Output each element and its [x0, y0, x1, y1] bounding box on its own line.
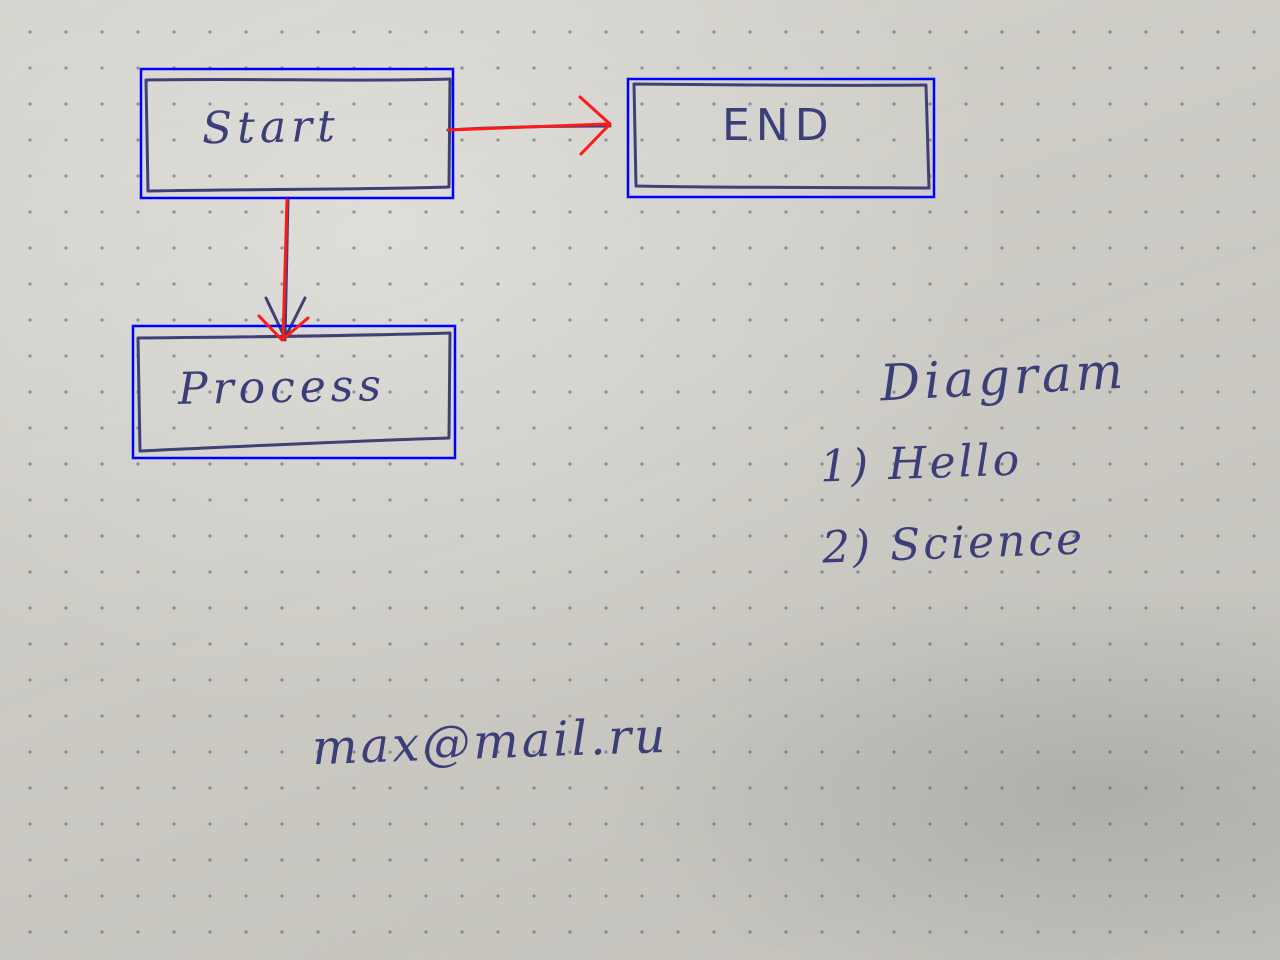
notes-item-2: 2) Science	[821, 513, 1086, 574]
edge-start-to-end	[447, 122, 609, 132]
edge-start-to-end-arrowhead	[578, 95, 612, 156]
start-box-ink	[144, 77, 452, 193]
process-node-box	[131, 324, 457, 460]
notes-title: Diagram	[878, 341, 1129, 413]
detection-boxes	[131, 67, 936, 460]
node-label-end: END	[722, 100, 835, 151]
edge-start-to-process-arrowhead	[257, 314, 310, 342]
node-label-start: Start	[201, 100, 341, 155]
end-box-ink	[632, 82, 931, 190]
node-label-process: Process	[177, 360, 387, 415]
edge-overlays	[257, 95, 612, 342]
end-node-box	[626, 77, 936, 199]
notes-item-1: 1) Hello	[819, 434, 1024, 493]
email-text: max@mail.ru	[311, 707, 670, 777]
edge-start-to-process	[281, 198, 289, 341]
start-node-box	[139, 67, 455, 200]
process-box-ink	[136, 331, 452, 453]
